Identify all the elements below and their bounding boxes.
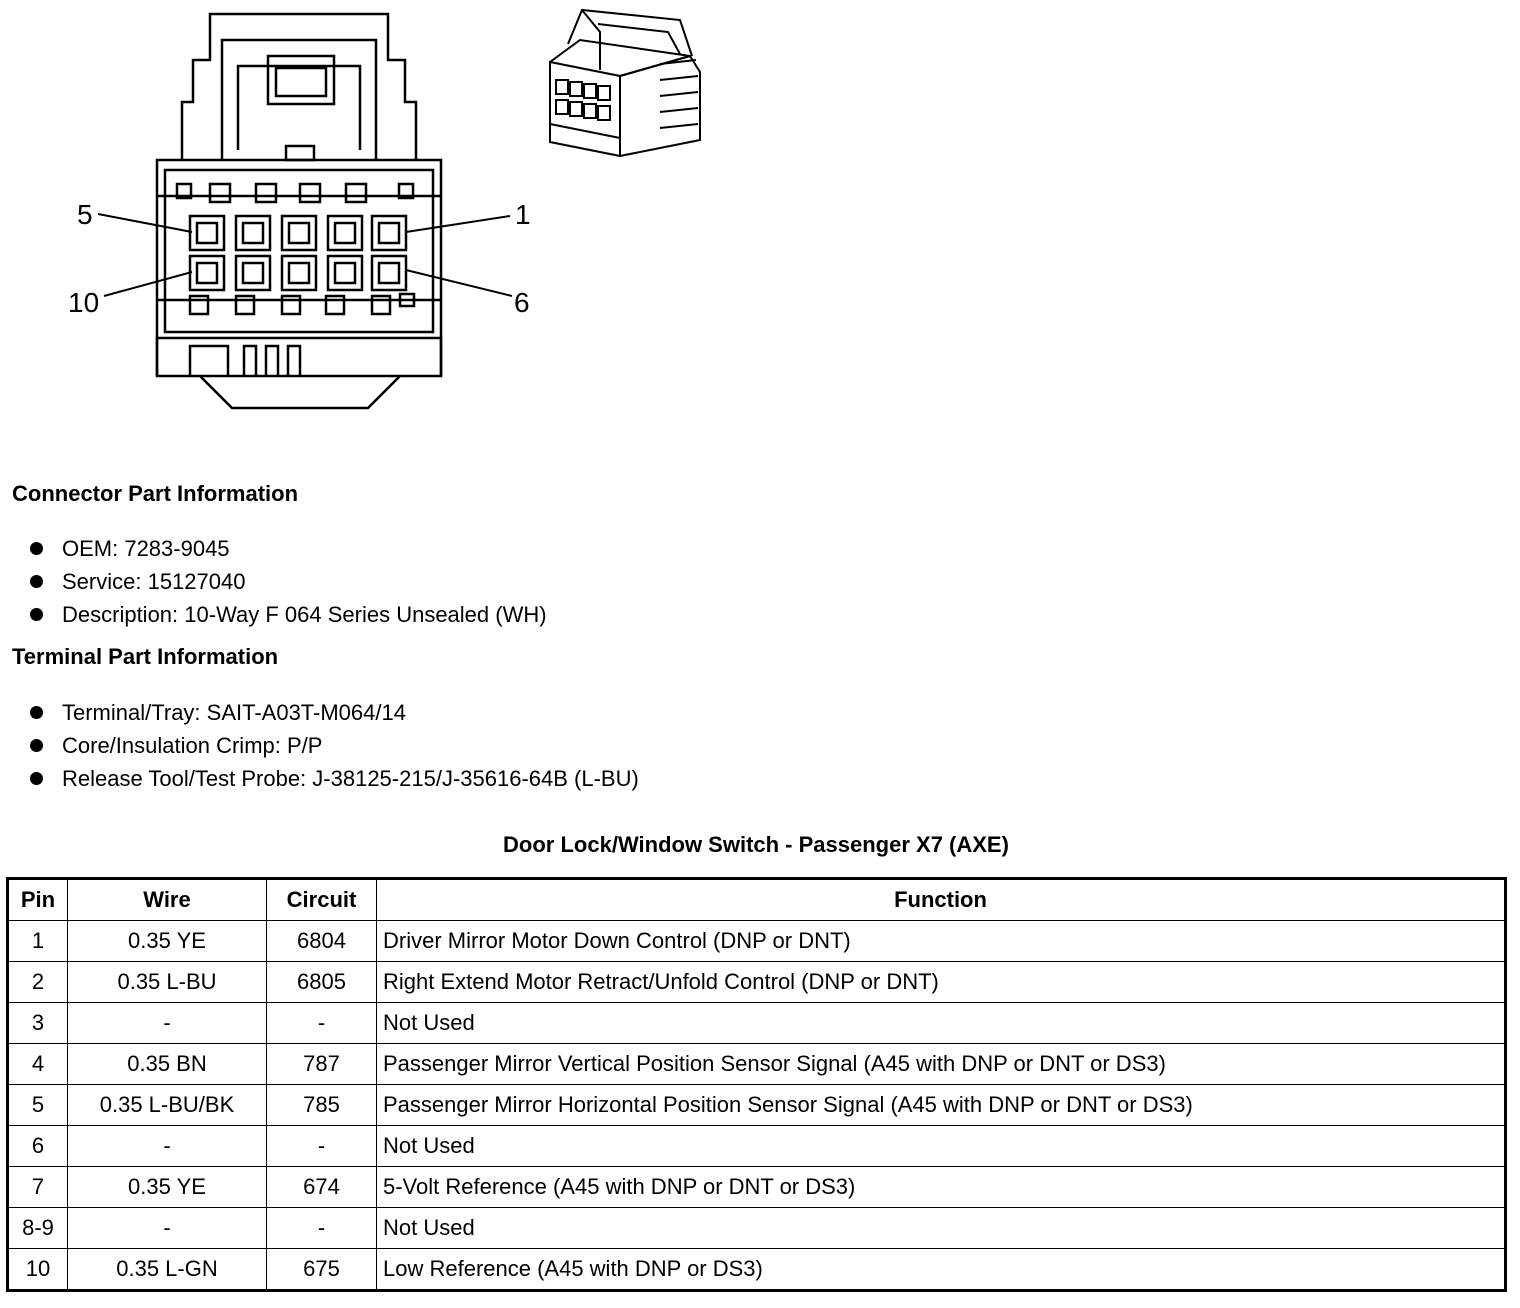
wire-cell: - xyxy=(67,1002,267,1044)
crimp-value: Core/Insulation Crimp: P/P xyxy=(62,733,323,758)
function-cell: Driver Mirror Motor Down Control (DNP or… xyxy=(376,920,1506,962)
pin-cell: 4 xyxy=(7,1043,68,1085)
table-row: 2 0.35 L-BU 6805 Right Extend Motor Retr… xyxy=(7,961,1506,1003)
description-value: Description: 10-Way F 064 Series Unseale… xyxy=(62,602,547,627)
function-cell: Right Extend Motor Retract/Unfold Contro… xyxy=(376,961,1506,1003)
wire-cell: 0.35 L-BU xyxy=(67,961,267,1003)
col-header-circuit: Circuit xyxy=(266,878,377,921)
circuit-cell: - xyxy=(266,1207,377,1249)
bullet-icon xyxy=(30,608,43,621)
circuit-cell: - xyxy=(266,1002,377,1044)
list-item: Terminal/Tray: SAIT-A03T-M064/14 xyxy=(28,696,639,729)
wire-cell: - xyxy=(67,1125,267,1167)
function-cell: 5-Volt Reference (A45 with DNP or DNT or… xyxy=(376,1166,1506,1208)
service-value: Service: 15127040 xyxy=(62,569,246,594)
connector-part-info-heading: Connector Part Information xyxy=(12,481,299,506)
pin-cell: 10 xyxy=(7,1248,68,1291)
circuit-cell: 785 xyxy=(266,1084,377,1126)
list-item: OEM: 7283-9045 xyxy=(28,532,547,565)
table-row: 3 - - Not Used xyxy=(7,1002,1506,1044)
function-cell: Passenger Mirror Horizontal Position Sen… xyxy=(376,1084,1506,1126)
circuit-cell: - xyxy=(266,1125,377,1167)
table-row: 8-9 - - Not Used xyxy=(7,1207,1506,1249)
function-cell: Not Used xyxy=(376,1125,1506,1167)
wire-cell: 0.35 YE xyxy=(67,920,267,962)
terminal-tray-value: Terminal/Tray: SAIT-A03T-M064/14 xyxy=(62,700,406,725)
function-cell: Not Used xyxy=(376,1002,1506,1044)
wire-cell: - xyxy=(67,1207,267,1249)
pinout-table: Pin Wire Circuit Function 1 0.35 YE 6804… xyxy=(6,877,1507,1292)
table-row: 10 0.35 L-GN 675 Low Reference (A45 with… xyxy=(7,1248,1506,1291)
circuit-cell: 674 xyxy=(266,1166,377,1208)
list-item: Release Tool/Test Probe: J-38125-215/J-3… xyxy=(28,762,639,795)
wire-cell: 0.35 L-BU/BK xyxy=(67,1084,267,1126)
pin-cell: 8-9 xyxy=(7,1207,68,1249)
bullet-icon xyxy=(30,772,43,785)
pin-cell: 3 xyxy=(7,1002,68,1044)
bullet-icon xyxy=(30,542,43,555)
circuit-cell: 6804 xyxy=(266,920,377,962)
connector-part-info-list: OEM: 7283-9045 Service: 15127040 Descrip… xyxy=(28,532,547,631)
list-item: Description: 10-Way F 064 Series Unseale… xyxy=(28,598,547,631)
circuit-cell: 787 xyxy=(266,1043,377,1085)
pin-label-10: 10 xyxy=(68,287,100,318)
release-tool-value: Release Tool/Test Probe: J-38125-215/J-3… xyxy=(62,766,639,791)
list-item: Core/Insulation Crimp: P/P xyxy=(28,729,639,762)
table-row: 1 0.35 YE 6804 Driver Mirror Motor Down … xyxy=(7,920,1506,962)
pin-label-6: 6 xyxy=(514,287,530,318)
bullet-icon xyxy=(30,575,43,588)
wire-cell: 0.35 YE xyxy=(67,1166,267,1208)
connector-face-diagram xyxy=(97,12,513,410)
oem-value: OEM: 7283-9045 xyxy=(62,536,230,561)
bullet-icon xyxy=(30,739,43,752)
pin-cell: 2 xyxy=(7,961,68,1003)
col-header-function: Function xyxy=(376,878,1506,921)
circuit-cell: 675 xyxy=(266,1248,377,1291)
table-row: 4 0.35 BN 787 Passenger Mirror Vertical … xyxy=(7,1043,1506,1085)
terminal-part-info-heading: Terminal Part Information xyxy=(12,644,279,669)
table-row: 7 0.35 YE 674 5-Volt Reference (A45 with… xyxy=(7,1166,1506,1208)
pin-label-5: 5 xyxy=(77,199,93,230)
pin-cell: 1 xyxy=(7,920,68,962)
circuit-cell: 6805 xyxy=(266,961,377,1003)
table-header-row: Pin Wire Circuit Function xyxy=(7,878,1506,921)
table-title: Door Lock/Window Switch - Passenger X7 (… xyxy=(503,832,1009,857)
pin-cell: 7 xyxy=(7,1166,68,1208)
wire-cell: 0.35 BN xyxy=(67,1043,267,1085)
wire-cell: 0.35 L-GN xyxy=(67,1248,267,1291)
bullet-icon xyxy=(30,706,43,719)
pin-label-1: 1 xyxy=(515,199,531,230)
function-cell: Passenger Mirror Vertical Position Senso… xyxy=(376,1043,1506,1085)
table-row: 6 - - Not Used xyxy=(7,1125,1506,1167)
connector-isometric-image xyxy=(549,8,701,158)
table-row: 5 0.35 L-BU/BK 785 Passenger Mirror Hori… xyxy=(7,1084,1506,1126)
list-item: Service: 15127040 xyxy=(28,565,547,598)
col-header-wire: Wire xyxy=(67,878,267,921)
function-cell: Not Used xyxy=(376,1207,1506,1249)
terminal-part-info-list: Terminal/Tray: SAIT-A03T-M064/14 Core/In… xyxy=(28,696,639,795)
pin-cell: 5 xyxy=(7,1084,68,1126)
function-cell: Low Reference (A45 with DNP or DS3) xyxy=(376,1248,1506,1291)
col-header-pin: Pin xyxy=(7,878,68,921)
pin-cell: 6 xyxy=(7,1125,68,1167)
